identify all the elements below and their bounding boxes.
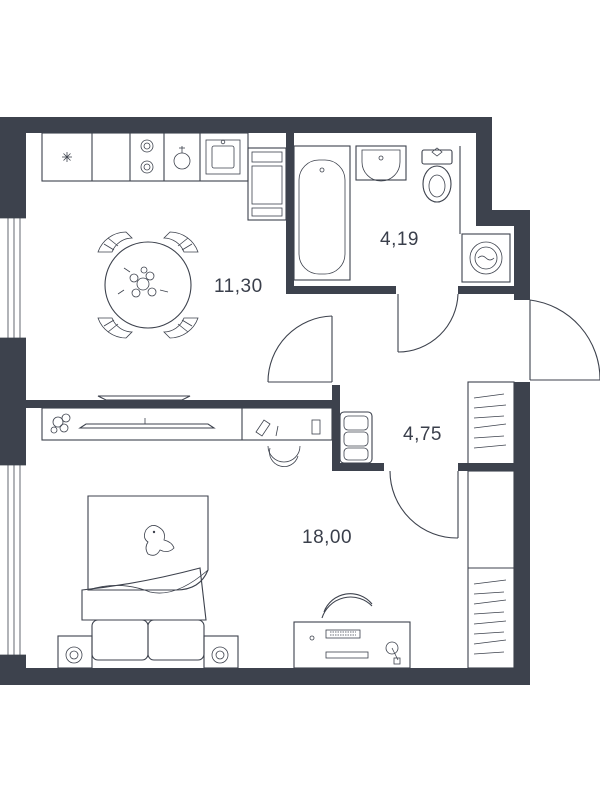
flower-decoration-icon [117, 266, 169, 298]
dining-table [97, 231, 199, 339]
windows [0, 217, 26, 656]
chair-icon [97, 317, 133, 339]
entrance-door [529, 299, 600, 381]
hallway-wardrobe [467, 381, 515, 465]
bathroom-sink [355, 145, 407, 182]
lamp-icon [65, 646, 229, 664]
chair-icon [97, 231, 133, 253]
hallway-shoe-rack [339, 411, 373, 464]
kitchen-cabinet [247, 147, 287, 221]
bedroom-shelf [41, 407, 333, 441]
chair-icon [163, 317, 199, 339]
hallway-area-label: 4,75 [403, 424, 442, 445]
kitchen-sink-icon [205, 139, 241, 175]
books-icon [255, 419, 321, 437]
bedroom-wardrobe [467, 470, 515, 669]
tv-kitchen [97, 395, 191, 401]
hob-icon [140, 139, 154, 174]
kitchen-area-label: 11,30 [214, 276, 263, 297]
bed [57, 495, 239, 669]
bedroom-stool [267, 445, 301, 467]
fridge-snowflake-icon [62, 152, 72, 162]
kitchen-door [267, 315, 333, 383]
washing-machine [461, 233, 511, 283]
bedroom-door [389, 470, 459, 539]
bedroom-area-label: 18,00 [302, 527, 352, 548]
kitchen-counter [41, 132, 249, 182]
chair-icon [163, 231, 199, 253]
plant-icon [50, 413, 71, 434]
bathtub [293, 145, 351, 281]
bathroom-door [397, 293, 459, 353]
desk [293, 593, 411, 669]
bathroom-area-label: 4,19 [380, 229, 419, 250]
walls [0, 117, 530, 685]
oven-icon [173, 146, 191, 170]
duck-toy-icon [144, 525, 175, 556]
toilet [421, 147, 453, 203]
